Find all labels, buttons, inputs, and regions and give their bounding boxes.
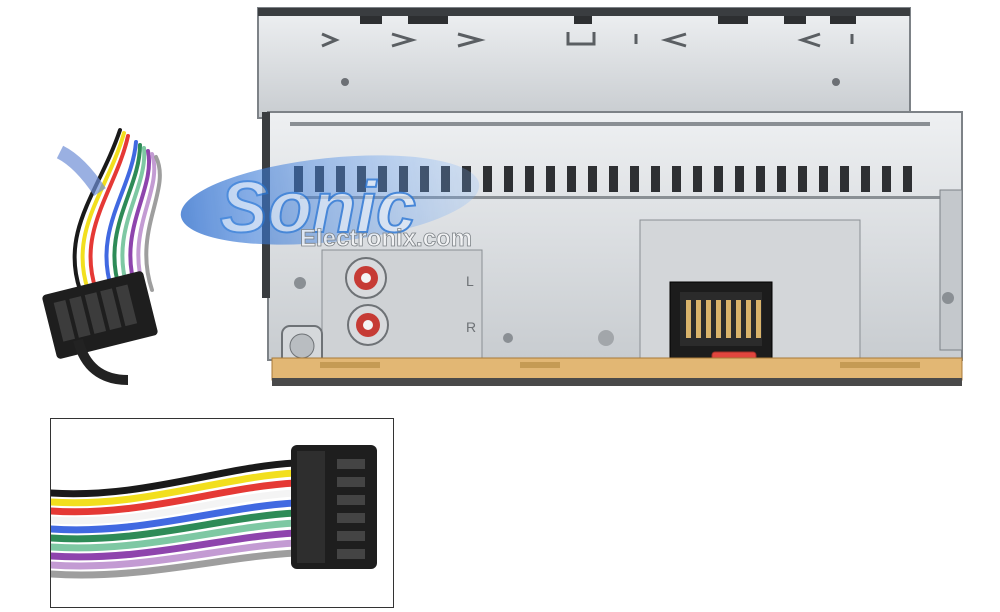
socket-pin [726, 300, 731, 338]
vent-slot [483, 166, 492, 192]
harness-wire [144, 155, 162, 292]
socket-pin [746, 300, 751, 338]
antenna-socket [281, 325, 323, 367]
vent-slot [840, 166, 849, 192]
harness-closeup-inset [47, 418, 394, 608]
top-slots [321, 32, 854, 48]
unit-harness-socket [669, 281, 773, 361]
harness-wire [128, 149, 152, 292]
closeup-wire [47, 469, 299, 507]
harness-wire [96, 137, 134, 292]
pcb-edge [271, 357, 963, 381]
vent-slot [882, 166, 891, 192]
socket-pin [736, 300, 741, 338]
watermark-site: Electronix.com [300, 225, 472, 252]
closeup-plug [291, 445, 377, 569]
harness-wire [88, 134, 130, 292]
vent-slot [525, 166, 534, 192]
chassis-top [257, 7, 911, 119]
closeup-wire [47, 519, 299, 552]
vent-slot [903, 166, 912, 192]
vent-slot [819, 166, 828, 192]
socket-pins [686, 300, 761, 338]
harness-wire [72, 128, 122, 292]
watermark-brand: Sonic [220, 168, 416, 248]
socket-pin [716, 300, 721, 338]
wiring-harness [42, 128, 162, 385]
harness-wire [104, 140, 138, 292]
socket-pin [696, 300, 701, 338]
closeup-wire [47, 499, 299, 534]
rca-jack-left [345, 257, 387, 299]
harness-closeup [47, 445, 377, 579]
vent-slot [735, 166, 744, 192]
harness-wire [120, 146, 147, 292]
closeup-wire [47, 539, 299, 570]
jack-label-right: R [466, 319, 476, 335]
harness-wire [80, 131, 126, 292]
harness-wire [136, 152, 157, 292]
harness-plug [42, 271, 158, 359]
closeup-wire [47, 459, 299, 498]
harness-wires [72, 128, 162, 292]
rca-jack-right [347, 304, 389, 346]
harness-wire [112, 143, 142, 292]
vent-slot [714, 166, 723, 192]
watermark: Sonic Electronix.com [180, 155, 480, 252]
vent-slot [504, 166, 513, 192]
jack-label-left: L [466, 273, 474, 289]
vent-slot [756, 166, 765, 192]
socket-pin [686, 300, 691, 338]
vent-slot [588, 166, 597, 192]
closeup-wire [47, 509, 299, 543]
vent-slot [777, 166, 786, 192]
socket-pin [706, 300, 711, 338]
vent-slot [693, 166, 702, 192]
top-vents [360, 16, 856, 24]
vent-slot [609, 166, 618, 192]
vent-slot [651, 166, 660, 192]
closeup-wire [47, 549, 299, 579]
vent-slot [861, 166, 870, 192]
vent-slot [798, 166, 807, 192]
closeup-wire [47, 489, 299, 525]
vent-slot [567, 166, 576, 192]
socket-pin [756, 300, 761, 338]
vent-slot [672, 166, 681, 192]
vent-slot [546, 166, 555, 192]
closeup-wire [47, 479, 299, 516]
vent-slot [630, 166, 639, 192]
closeup-wires [47, 459, 299, 579]
closeup-wire [47, 529, 299, 561]
